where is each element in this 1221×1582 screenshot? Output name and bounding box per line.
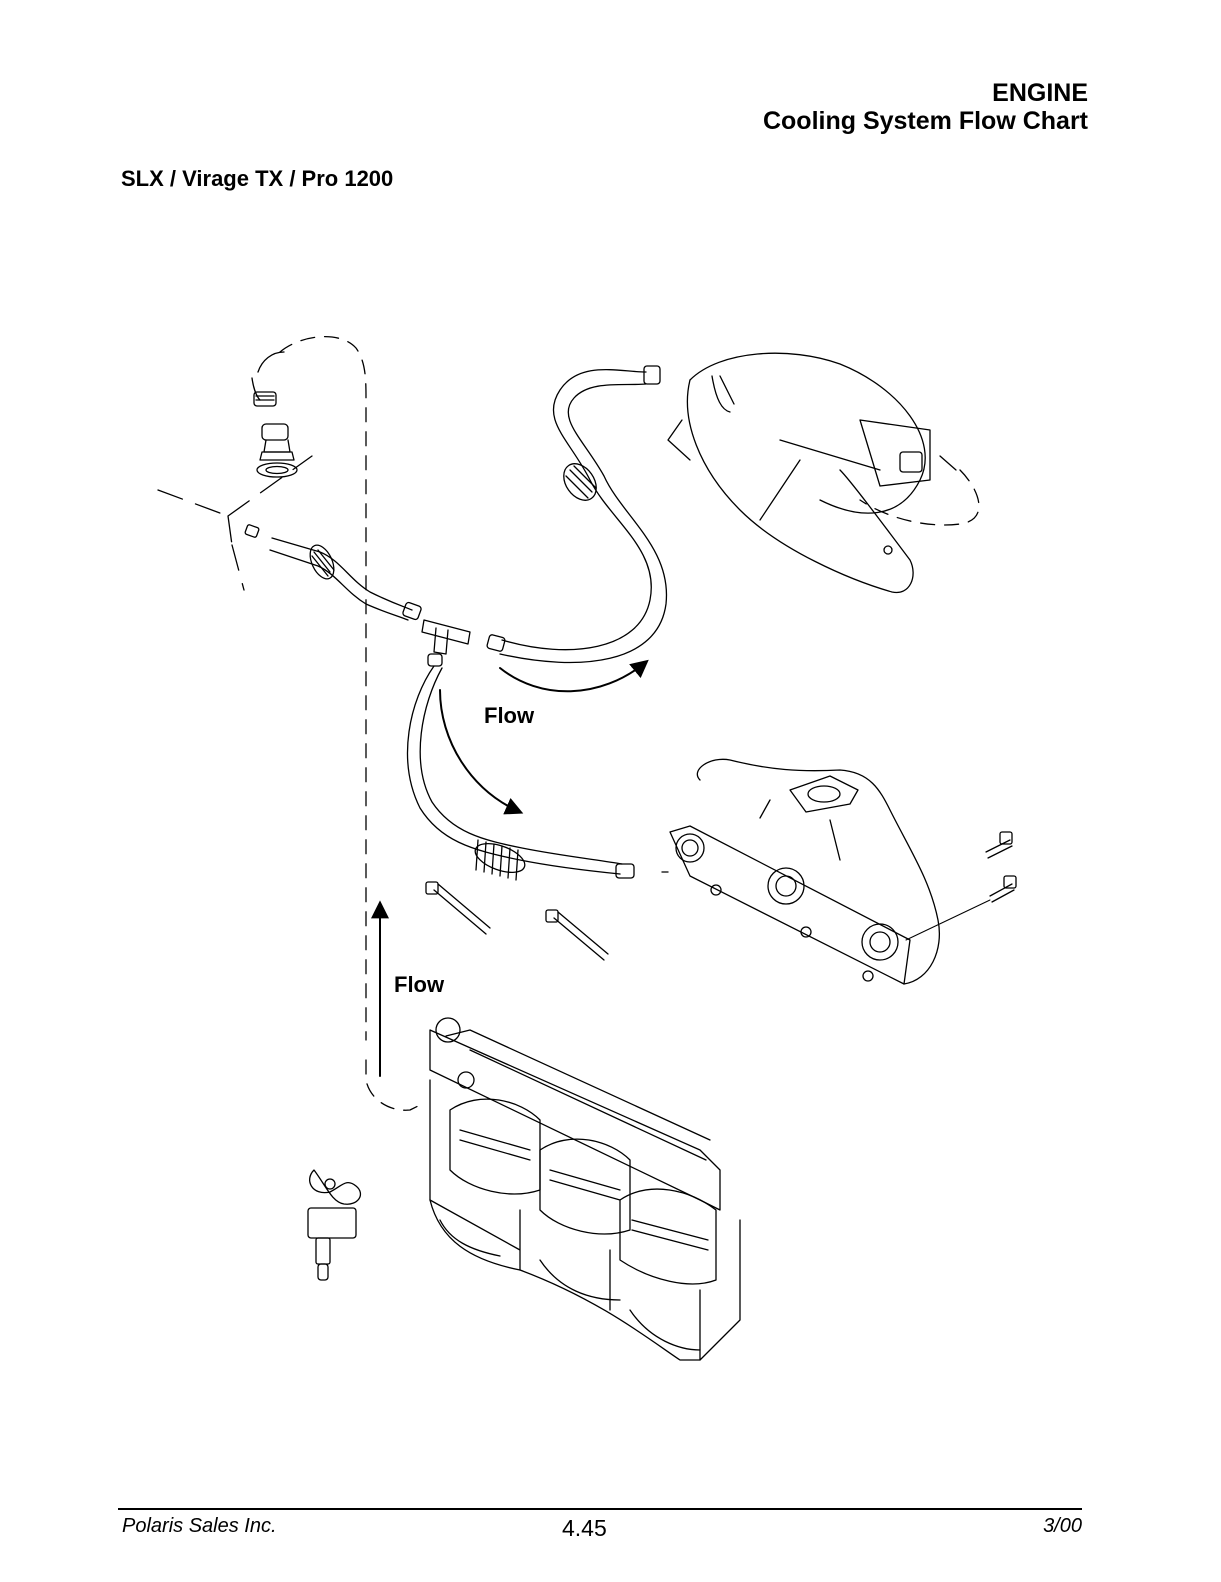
exhaust-manifold <box>662 759 939 984</box>
footer-company: Polaris Sales Inc. <box>122 1515 277 1538</box>
flow-label-lower: Flow <box>394 972 444 998</box>
manifold-hose <box>408 666 634 880</box>
exhaust-pipe <box>668 353 979 592</box>
temp-sensor <box>308 1170 360 1280</box>
footer-rule <box>118 1508 1082 1510</box>
footer-page-number: 4.45 <box>562 1515 607 1542</box>
engine-block <box>430 1018 740 1360</box>
flow-label-upper: Flow <box>484 703 534 729</box>
tee-fitting <box>422 620 506 666</box>
inlet-fitting <box>252 352 297 477</box>
inlet-hose <box>245 524 422 620</box>
flow-arrow-upper <box>500 662 646 691</box>
exhaust-hose <box>500 366 666 662</box>
footer-date: 3/00 <box>1043 1515 1082 1538</box>
